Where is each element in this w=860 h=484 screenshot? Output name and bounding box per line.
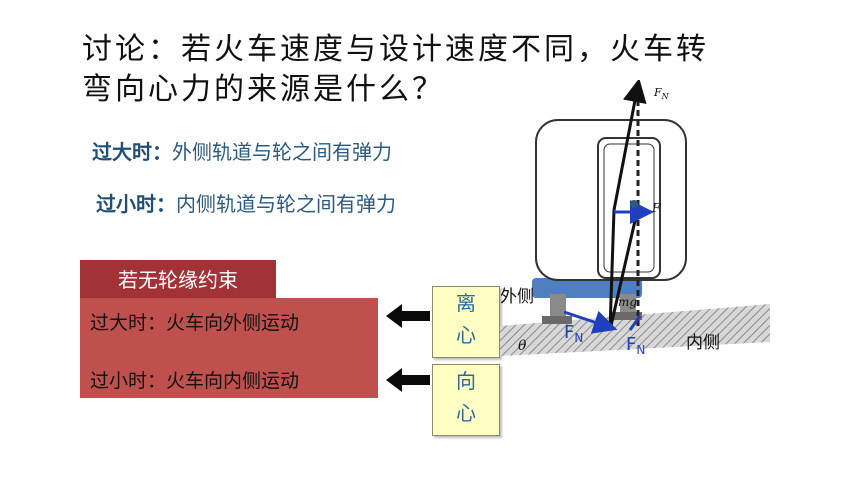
bogie	[532, 278, 642, 298]
result-char: 心	[456, 401, 476, 425]
condition-text: 外侧轨道与轮之间有弹力	[172, 140, 392, 164]
no-flange-line-fast: 过大时：火车向外侧运动	[90, 312, 300, 334]
condition-too-slow: 过小时：内侧轨道与轮之间有弹力	[96, 188, 396, 217]
svg-text:FN: FN	[564, 322, 583, 345]
label-fn-top: F	[653, 86, 662, 99]
result-box-centripetal: 向 心	[432, 364, 500, 436]
condition-too-fast: 过大时：外侧轨道与轮之间有弹力	[92, 136, 392, 165]
label-theta: θ	[518, 338, 527, 354]
no-flange-header: 若无轮缘约束	[80, 260, 276, 300]
svg-text:FN: FN	[626, 334, 645, 357]
label-fn-left-sub: N	[574, 331, 583, 345]
condition-text: 内侧轨道与轮之间有弹力	[176, 192, 396, 216]
label-outer-side: 外侧	[500, 287, 534, 307]
label-fn-right: F	[626, 334, 636, 355]
condition-key: 过大时：	[92, 140, 172, 164]
svg-text:FN: FN	[653, 86, 670, 101]
no-flange-line-slow: 过小时：火车向内侧运动	[90, 370, 300, 392]
left-arrow-icon	[386, 368, 430, 392]
title-line-1: 讨论：若火车速度与设计速度不同，火车转	[82, 32, 709, 67]
label-fn-left: F	[564, 322, 574, 343]
result-char: 离	[456, 291, 476, 315]
condition-key: 过小时：	[96, 192, 176, 216]
left-arrow-icon	[386, 304, 430, 328]
result-char: 向	[456, 369, 476, 393]
result-char: 心	[456, 323, 476, 347]
label-fn-right-sub: N	[636, 343, 645, 357]
no-flange-box: 过大时：火车向外侧运动 过小时：火车向内侧运动	[80, 298, 378, 398]
label-inner-side: 内侧	[686, 333, 720, 353]
train-force-diagram: FN F mg FN FN θ 外侧 内侧	[500, 80, 770, 357]
label-f: F	[651, 201, 661, 215]
page-title: 讨论：若火车速度与设计速度不同，火车转 弯向心力的来源是什么？	[82, 30, 782, 110]
inclined-track	[500, 304, 770, 356]
label-fn-top-sub: N	[661, 92, 670, 101]
result-box-centrifugal: 离 心	[432, 286, 500, 358]
title-line-2: 弯向心力的来源是什么？	[82, 72, 445, 107]
label-mg: mg	[618, 295, 637, 309]
